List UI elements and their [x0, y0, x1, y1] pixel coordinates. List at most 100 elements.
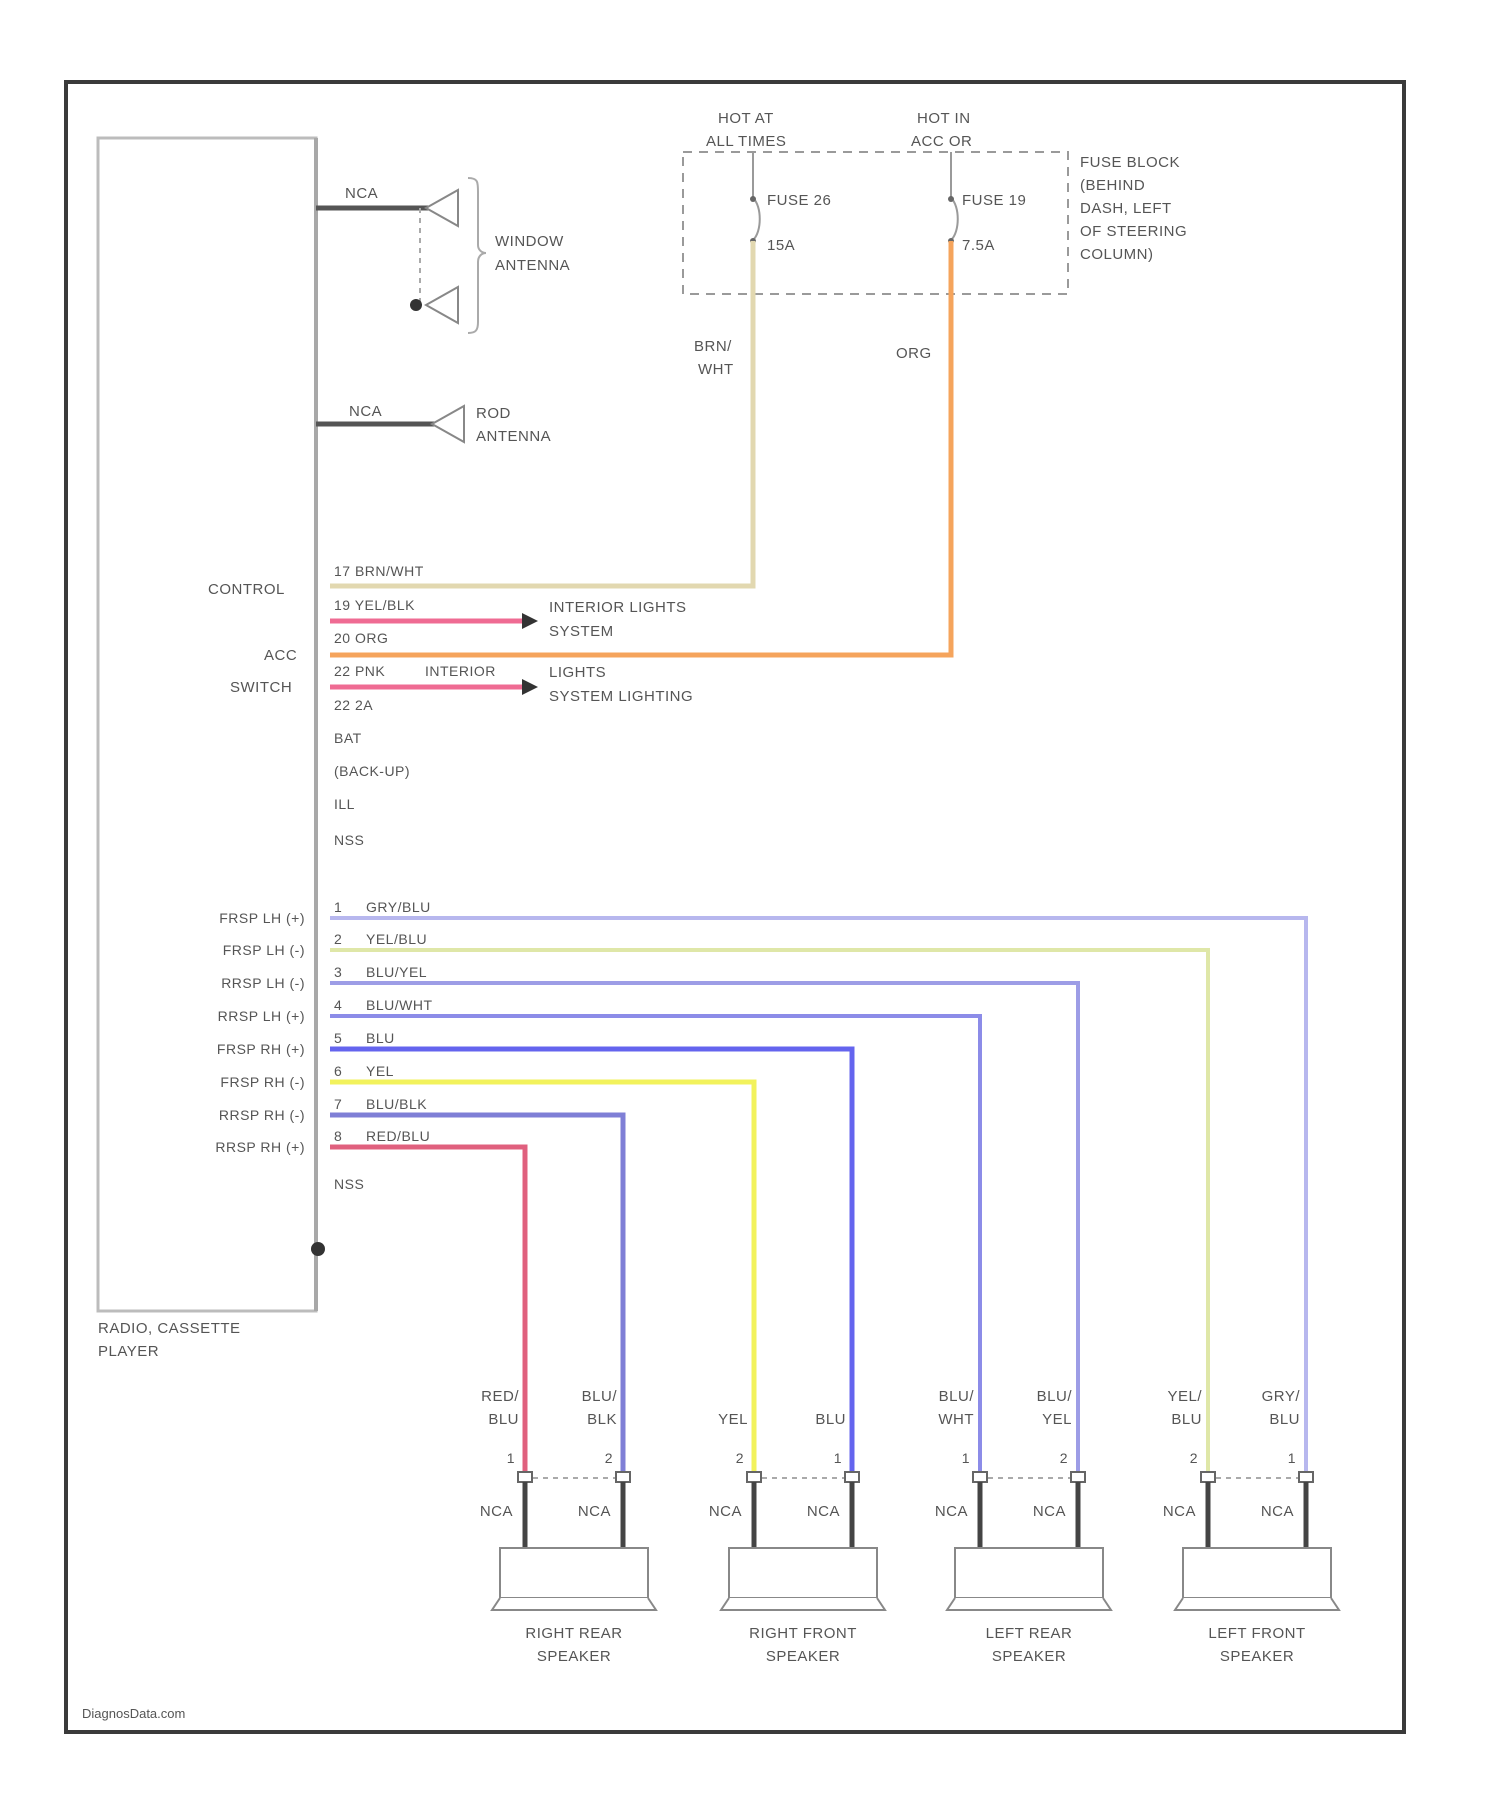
- speaker-left-wire-label: YEL/: [1167, 1388, 1202, 1405]
- speaker-wire: [330, 1115, 623, 1478]
- speaker-pin-name: FRSP LH (+): [219, 910, 305, 926]
- interior-lights-arrow-1: [522, 613, 538, 629]
- pin-ill-label: ILL: [334, 796, 355, 812]
- interior-lights-2-label-2: SYSTEM LIGHTING: [549, 688, 693, 705]
- fuse-19-label: FUSE 19: [962, 192, 1026, 209]
- speaker: BLU/WHTBLU/YEL12NCANCALEFT REARSPEAKER: [935, 1388, 1111, 1665]
- speaker-right-wire-label: BLU: [1269, 1411, 1300, 1428]
- speaker-pin-name: RRSP LH (+): [218, 1008, 305, 1024]
- speaker-name: SPEAKER: [1220, 1648, 1294, 1665]
- pin-22-interior-label: INTERIOR: [425, 663, 496, 679]
- rod-antenna-connector: [432, 406, 464, 442]
- pin-backup-label: (BACK-UP): [334, 763, 410, 779]
- speaker-right-wire-label: BLU: [815, 1411, 846, 1428]
- speaker-right-pin: 1: [834, 1450, 842, 1466]
- fuse-19-terminal-top: [948, 196, 954, 202]
- speaker-right-wire-label: BLU/: [582, 1388, 618, 1405]
- speaker-left-wire-label: YEL: [718, 1411, 748, 1428]
- speaker-wire: [330, 1147, 525, 1478]
- speaker-pin-number: 6: [334, 1063, 342, 1079]
- pin-nss-label: NSS: [334, 832, 364, 848]
- speaker-pin-name: FRSP LH (-): [223, 942, 305, 958]
- speaker-name: SPEAKER: [992, 1648, 1066, 1665]
- speaker-left-pin: 2: [1190, 1450, 1198, 1466]
- speaker-right-wire-label: BLU/: [1037, 1388, 1073, 1405]
- speaker-body: [729, 1548, 877, 1598]
- window-antenna-connector-top: [426, 190, 458, 226]
- speaker-pin-number: 3: [334, 964, 342, 980]
- speaker-wire: [330, 918, 1306, 1478]
- speaker-nca-label: NCA: [480, 1503, 513, 1520]
- pin-bat-label: BAT: [334, 730, 362, 746]
- speaker-name: RIGHT REAR: [525, 1625, 622, 1642]
- speaker-left-wire-label: BLU: [1171, 1411, 1202, 1428]
- speaker-name: SPEAKER: [766, 1648, 840, 1665]
- speaker-left-wire-label: WHT: [938, 1411, 974, 1428]
- diagram-frame: [66, 82, 1404, 1732]
- speaker-pin-name: FRSP RH (-): [220, 1074, 305, 1090]
- watermark: DiagnosData.com: [82, 1706, 185, 1721]
- wire-org-label: ORG: [896, 345, 932, 362]
- rod-antenna-nca: NCA: [349, 403, 382, 420]
- wire-org: [330, 241, 951, 655]
- speaker-pin-name: FRSP RH (+): [217, 1041, 305, 1057]
- speaker-left-wire-label: BLU/: [939, 1388, 975, 1405]
- speaker-name: LEFT FRONT: [1208, 1625, 1305, 1642]
- speaker-nca-label: NCA: [578, 1503, 611, 1520]
- fuse-26-element: [753, 198, 760, 240]
- speaker-terminal: [845, 1472, 859, 1482]
- window-antenna-label-1: WINDOW: [495, 233, 564, 250]
- speaker-pin-wire-color: BLU/WHT: [366, 997, 433, 1013]
- speaker-cone: [721, 1598, 885, 1610]
- speaker-pin-number: 2: [334, 931, 342, 947]
- interior-lights-1-label-2: SYSTEM: [549, 623, 614, 640]
- fuse-26-label: FUSE 26: [767, 192, 831, 209]
- rod-antenna-label-1: ROD: [476, 405, 511, 422]
- window-antenna-nca: NCA: [345, 185, 378, 202]
- pin-nss-bottom-label: NSS: [334, 1176, 364, 1192]
- speaker-pin-number: 5: [334, 1030, 342, 1046]
- speaker-terminal: [1299, 1472, 1313, 1482]
- speaker-nca-label: NCA: [807, 1503, 840, 1520]
- fuse-block-label-1: FUSE BLOCK: [1080, 154, 1180, 171]
- speaker-nca-label: NCA: [935, 1503, 968, 1520]
- speaker-pin-number: 8: [334, 1128, 342, 1144]
- fuse-block-label-4: OF STEERING: [1080, 223, 1187, 240]
- fuse-block-label-2: (BEHIND: [1080, 177, 1145, 194]
- fuse-26-rating: 15A: [767, 237, 795, 254]
- speaker-terminal: [1071, 1472, 1085, 1482]
- speaker-nca-label: NCA: [1033, 1503, 1066, 1520]
- pin-17-label: 17 BRN/WHT: [334, 563, 424, 579]
- speaker-left-pin: 1: [507, 1450, 515, 1466]
- speaker-pin-wire-color: GRY/BLU: [366, 899, 431, 915]
- radio-label-1: RADIO, CASSETTE: [98, 1320, 241, 1337]
- window-antenna-brace: [468, 178, 486, 333]
- speaker-name: LEFT REAR: [986, 1625, 1073, 1642]
- speaker-pin-wire-color: BLU/BLK: [366, 1096, 427, 1112]
- speaker-terminal: [973, 1472, 987, 1482]
- speaker-name: SPEAKER: [537, 1648, 611, 1665]
- radio-cassette-player-box: [98, 138, 316, 1311]
- speaker-left-pin: 1: [962, 1450, 970, 1466]
- speaker-left-pin: 2: [736, 1450, 744, 1466]
- speaker-right-wire-label: GRY/: [1262, 1388, 1301, 1405]
- speaker-right-pin: 1: [1288, 1450, 1296, 1466]
- wire-brn-wht-label-1: BRN/: [694, 338, 732, 355]
- speaker-pin-wire-color: BLU: [366, 1030, 395, 1046]
- pin-19-label: 19 YEL/BLK: [334, 597, 415, 613]
- radio-acc-label: ACC: [264, 647, 297, 664]
- interior-lights-arrow-2: [522, 679, 538, 695]
- pin-22b-label: 22 2A: [334, 697, 373, 713]
- speaker-nca-label: NCA: [1163, 1503, 1196, 1520]
- speaker-pin-wire-color: BLU/YEL: [366, 964, 427, 980]
- speaker-pin-wire-color: YEL: [366, 1063, 394, 1079]
- fuse-19-rating: 7.5A: [962, 237, 995, 254]
- speaker-right-wire-label: BLK: [587, 1411, 617, 1428]
- wire-brn-wht: [330, 241, 753, 586]
- speaker-terminal: [518, 1472, 532, 1482]
- speaker-terminal: [1201, 1472, 1215, 1482]
